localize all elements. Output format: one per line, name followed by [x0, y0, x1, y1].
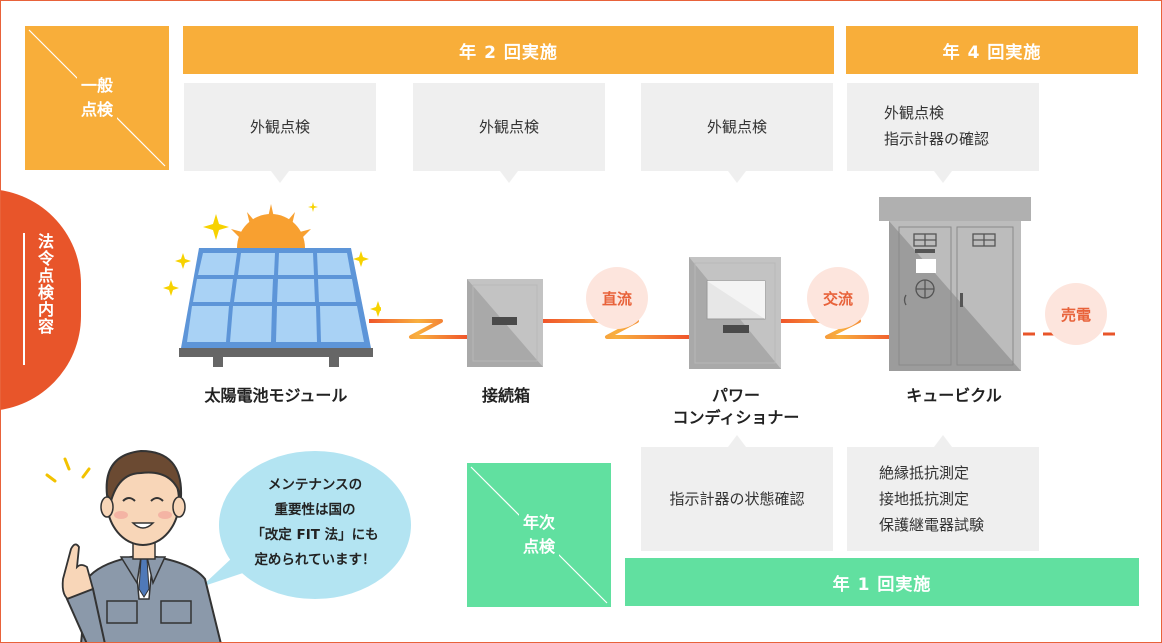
speech-bubble [201, 451, 411, 599]
equipment-label-cubicle: キュービクル [879, 385, 1029, 407]
equipment-name: 接続箱 [481, 386, 530, 405]
equipment-label-junction-box: 接続箱 [431, 385, 581, 407]
pointer-down [271, 171, 289, 183]
dc-label: 直流 [601, 289, 632, 308]
power-conditioner-illustration [689, 257, 781, 369]
pointer-down [500, 171, 518, 183]
speech-line: 定められています！ [254, 552, 376, 568]
sell-circle: 売電 [1045, 283, 1107, 345]
general-item-text: 外観点検 [249, 118, 310, 136]
annual-inspection-label-line2: 点検 [518, 535, 559, 559]
general-inspection-label-line2: 点検 [76, 98, 117, 122]
banner-twice-yearly-text: 年 2 回実施 [459, 42, 558, 63]
cubicle-illustration [879, 197, 1031, 371]
annual-item-text: 保護継電器試験 [879, 516, 985, 534]
annual-item-text: 絶縁抵抗測定 [879, 464, 970, 482]
general-item-junction-box: 外観点検 [413, 83, 605, 171]
banner-once-yearly-text: 年 1 回実施 [832, 574, 932, 595]
general-item-text: 外観点検 [478, 118, 539, 136]
solar-panel-illustration [163, 202, 381, 367]
general-item-text: 外観点検 [884, 104, 945, 122]
general-inspection-box: 一般 点検 [25, 26, 169, 170]
equipment-name-line1: パワー [711, 386, 760, 405]
equipment-name: 太陽電池モジュール [204, 386, 348, 405]
banner-twice-yearly: 年 2 回実施 [183, 26, 834, 74]
general-item-text: 外観点検 [706, 118, 767, 136]
general-item-cubicle: 外観点検 指示計器の確認 [847, 83, 1039, 171]
pointer-up [934, 435, 952, 447]
annual-item-text: 指示計器の状態確認 [669, 490, 805, 508]
speech-line: メンテナンスの [267, 477, 363, 493]
equipment-label-module: 太陽電池モジュール [163, 385, 389, 407]
ac-circle: 交流 [807, 267, 869, 329]
pointer-down [728, 171, 746, 183]
pointer-up [728, 435, 746, 447]
equipment-name: キュービクル [906, 386, 1002, 405]
banner-four-yearly-text: 年 4 回実施 [942, 42, 1042, 63]
annual-item-cubicle: 絶縁抵抗測定 接地抵抗測定 保護継電器試験 [847, 447, 1039, 551]
general-item-power-conditioner: 外観点検 [641, 83, 833, 171]
equipment-name-line2: コンディショナー [672, 408, 800, 427]
general-item-text: 指示計器の確認 [884, 130, 990, 148]
general-item-module: 外観点検 [184, 83, 376, 171]
equipment-label-power-conditioner: パワー コンディショナー [651, 385, 821, 429]
junction-box-illustration [467, 279, 543, 367]
legal-inspection-label: 法令点検内容 [35, 233, 54, 335]
annual-item-text: 接地抵抗測定 [879, 490, 970, 508]
speech-line: 「改定 FIT 法」にも [251, 527, 379, 543]
annual-item-power-conditioner: 指示計器の状態確認 [641, 447, 833, 551]
annual-inspection-box: 年次 点検 [467, 463, 611, 607]
speech-line: 重要性は国の [274, 502, 356, 518]
sell-label: 売電 [1060, 305, 1091, 324]
banner-once-yearly: 年 1 回実施 [625, 558, 1139, 606]
worker-illustration [45, 449, 222, 642]
banner-four-yearly: 年 4 回実施 [846, 26, 1138, 74]
pointer-down [934, 171, 952, 183]
general-inspection-label-line1: 一般 [76, 74, 117, 98]
dc-circle: 直流 [586, 267, 648, 329]
speech-text: メンテナンスの 重要性は国の 「改定 FIT 法」にも 定められています！ [233, 473, 397, 573]
ac-label: 交流 [822, 289, 853, 308]
legal-inspection-tab-divider [23, 233, 25, 365]
annual-inspection-label-line1: 年次 [518, 511, 559, 535]
